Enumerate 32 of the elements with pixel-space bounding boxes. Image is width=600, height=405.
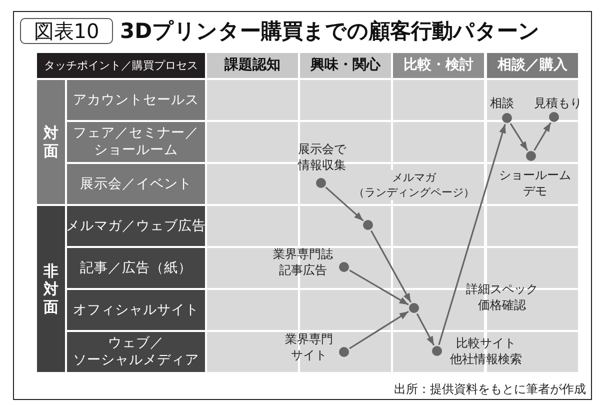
row-header: アカウントセールス	[67, 80, 205, 120]
column-header: 比較・検討	[393, 53, 484, 78]
point-label: 詳細スペック価格確認	[466, 281, 538, 313]
column-header: タッチポイント／購買プロセス	[37, 53, 205, 78]
column-header: 興味・関心	[300, 53, 391, 78]
figure-number: 図表10	[20, 18, 113, 44]
point-label: 見積もり	[534, 95, 582, 111]
point-label: 展示会で情報収集	[298, 141, 346, 173]
row-group-header: 非対面	[37, 206, 65, 372]
row-header: ウェブ／ソーシャルメディア	[67, 332, 205, 372]
point-label: 比較サイト他社情報検索	[450, 335, 522, 367]
dot-icon	[549, 112, 559, 122]
column-header: 課題認知	[207, 53, 298, 78]
arrow	[510, 123, 528, 151]
arrow	[349, 310, 409, 350]
point-label: 相談	[490, 95, 514, 111]
column-header: 相談／購入	[487, 53, 578, 78]
point-label: 業界専門サイト	[285, 331, 333, 363]
row-header: フェア／セミナー／ショールーム	[67, 122, 205, 162]
arrow	[438, 124, 506, 346]
row-group-header: 対面	[37, 80, 65, 204]
row-header: オフィシャルサイト	[67, 290, 205, 330]
row-header: 展示会／イベント	[67, 164, 205, 204]
arrow	[534, 122, 552, 151]
source-note: 出所：提供資料をもとに筆者が作成	[394, 381, 586, 397]
point-label: 業界専門誌記事広告	[273, 246, 333, 278]
arrow	[416, 313, 435, 346]
row-header: 記事／広告（紙）	[67, 248, 205, 288]
arrow	[349, 270, 409, 306]
title: 3Dプリンター購買までの顧客行動パターン	[120, 18, 540, 45]
arrow	[370, 230, 412, 303]
arrow	[325, 186, 364, 222]
